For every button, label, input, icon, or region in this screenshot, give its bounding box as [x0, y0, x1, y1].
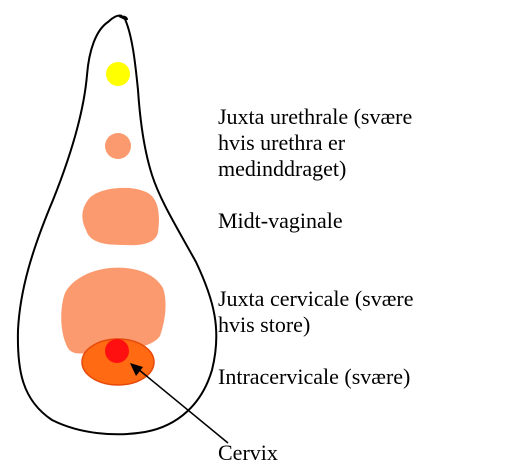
juxta-urethral-lesion	[105, 133, 131, 159]
label-juxta-urethrale-line3: medinddraget)	[218, 156, 412, 182]
label-juxta-cervicale-line2: hvis store)	[218, 312, 413, 338]
cervical-os	[105, 339, 129, 363]
label-juxta-urethrale-line2: hvis urethra er	[218, 130, 412, 156]
label-cervix-text: Cervix	[218, 440, 278, 466]
label-juxta-urethrale-line1: Juxta urethrale (svære	[218, 104, 412, 130]
cervix-arrow-line	[138, 369, 228, 443]
label-juxta-urethrale: Juxta urethrale (svære hvis urethra er m…	[218, 104, 412, 182]
mid-vaginal-lesion	[82, 188, 159, 245]
label-juxta-cervicale-line1: Juxta cervicale (svære	[218, 286, 413, 312]
label-midt-vaginale: Midt-vaginale	[218, 208, 343, 234]
label-cervix: Cervix	[218, 440, 278, 466]
label-intracervicale: Intracervicale (svære)	[218, 364, 410, 390]
yellow-spot	[106, 62, 130, 86]
label-intracervicale-text: Intracervicale (svære)	[218, 364, 410, 390]
label-juxta-cervicale: Juxta cervicale (svære hvis store)	[218, 286, 413, 338]
label-midt-vaginale-text: Midt-vaginale	[218, 208, 343, 234]
